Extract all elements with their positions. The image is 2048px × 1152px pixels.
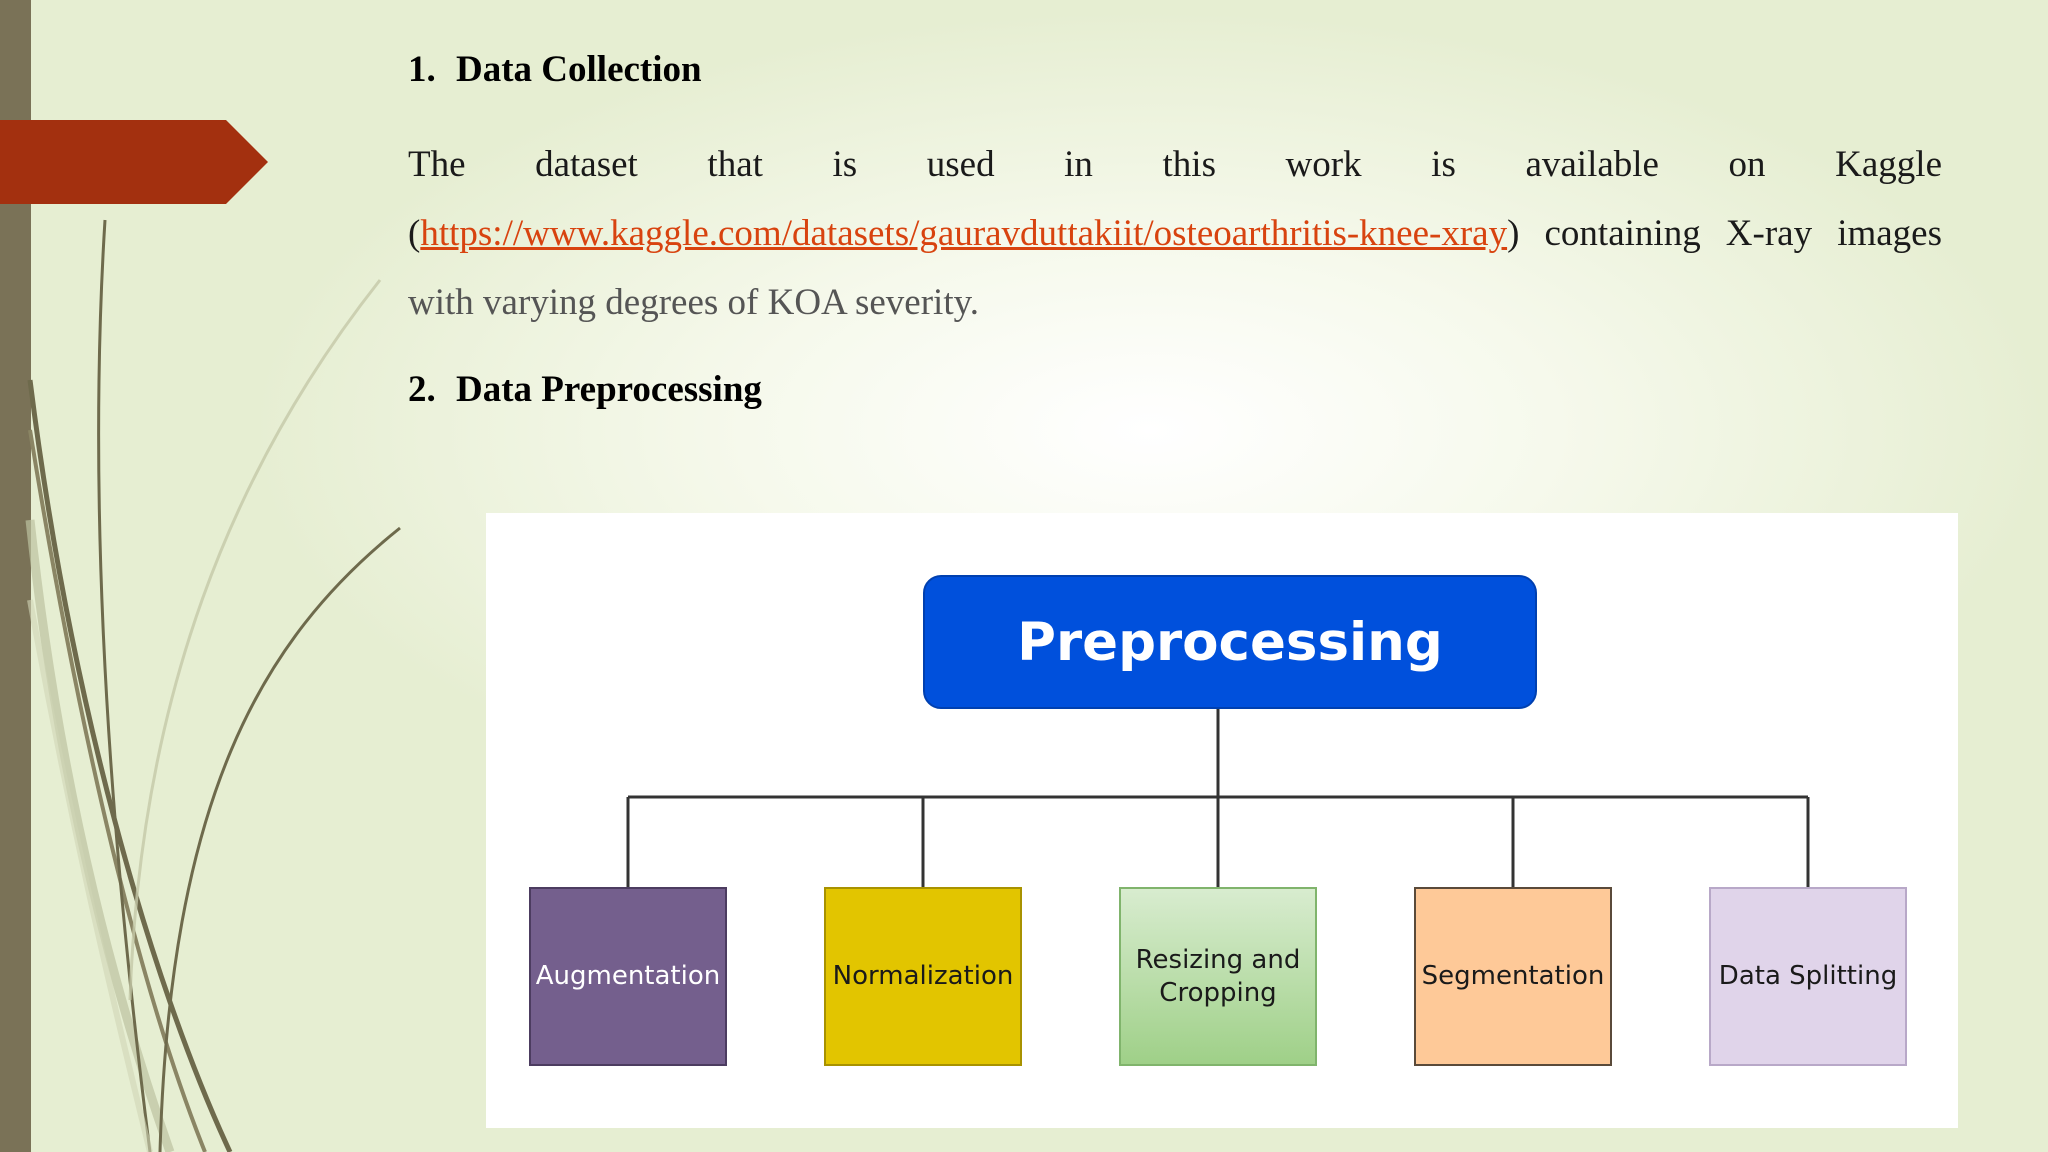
accent-arrow-tab xyxy=(0,120,268,204)
segmentation-label: Segmentation xyxy=(1421,961,1605,991)
diagram-connector-lines xyxy=(626,709,1810,887)
paragraph-text-start: The dataset that is used in this work is… xyxy=(408,144,1942,254)
preprocessing-root-node: Preprocessing xyxy=(923,575,1537,709)
section1-paragraph: The dataset that is used in this work is… xyxy=(408,130,1942,337)
normalization-node: Normalization xyxy=(824,887,1022,1066)
section2-number: 2. xyxy=(408,369,436,410)
section1-title: Data Collection xyxy=(456,49,702,90)
resizing-cropping-node: Resizing and Cropping xyxy=(1119,887,1317,1066)
section1-number: 1. xyxy=(408,49,436,90)
augmentation-node: Augmentation xyxy=(529,887,727,1066)
augmentation-label: Augmentation xyxy=(535,961,721,991)
segmentation-node: Segmentation xyxy=(1414,887,1612,1066)
paragraph-text-middle: ) containing X-ray images xyxy=(1507,213,1942,254)
kaggle-dataset-link[interactable]: https://www.kaggle.com/datasets/gauravdu… xyxy=(420,213,1508,254)
section2-title: Data Preprocessing xyxy=(456,369,762,410)
decorative-swoosh-lines xyxy=(25,219,401,1152)
section1-heading: 1. Data Collection xyxy=(408,48,702,91)
paragraph-text-end: with varying degrees of KOA severity. xyxy=(408,282,979,323)
section2-heading: 2. Data Preprocessing xyxy=(408,368,762,411)
preprocessing-diagram: Preprocessing Augmentation Normalization… xyxy=(486,513,1958,1128)
normalization-label: Normalization xyxy=(832,961,1014,991)
data-splitting-label: Data Splitting xyxy=(1718,961,1898,991)
data-splitting-node: Data Splitting xyxy=(1709,887,1907,1066)
resizing-cropping-label: Resizing and Cropping xyxy=(1135,944,1301,1008)
